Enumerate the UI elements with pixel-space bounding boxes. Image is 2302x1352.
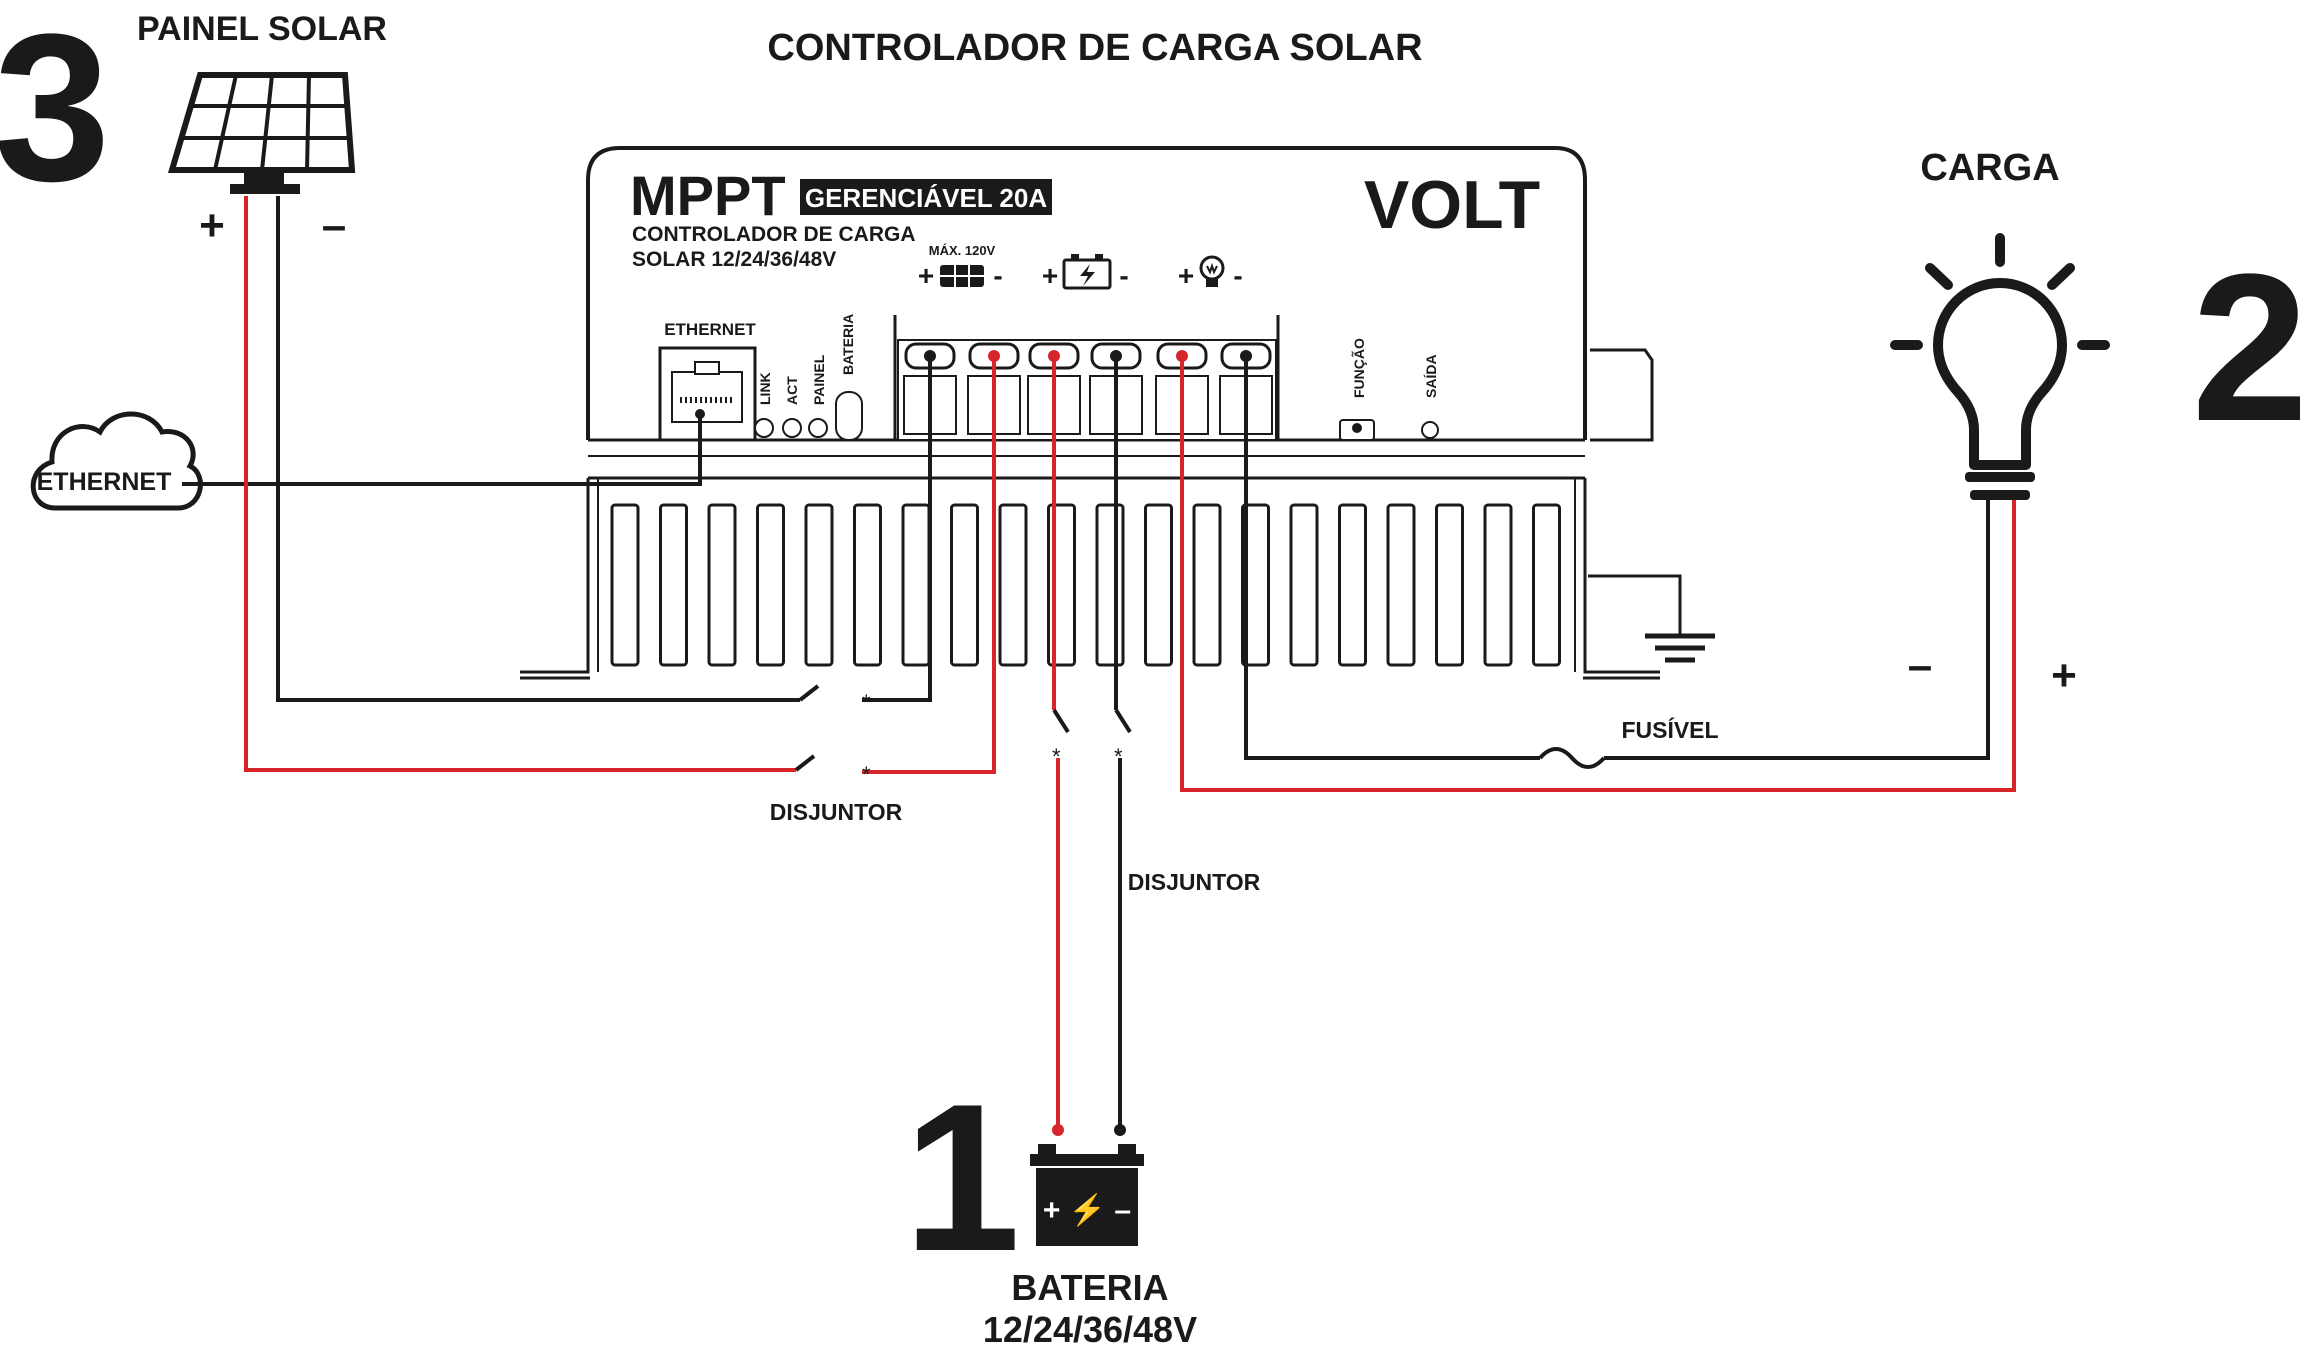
cloud-label: ETHERNET — [37, 468, 172, 496]
panel-terminal-minus: - — [993, 260, 1002, 291]
battery-symbol-glyph: + ⚡ – — [1043, 1192, 1131, 1228]
svg-text:*: * — [1052, 744, 1061, 769]
load-positive-wire — [1180, 356, 2016, 792]
step-number-battery: 1 — [904, 1060, 1021, 1295]
fuse-label: FUSÍVEL — [1621, 716, 1718, 743]
battery-terminal-minus: - — [1119, 260, 1128, 291]
led-label-link: LINK — [757, 372, 773, 405]
device-model: MPPT — [630, 164, 786, 227]
battery-icon: + ⚡ – — [1030, 1144, 1144, 1246]
ethernet-port-label: ETHERNET — [664, 320, 756, 339]
load-label: CARGA — [1920, 147, 2059, 189]
panel-negative-to-terminal — [862, 356, 932, 702]
fuse-symbol — [1538, 747, 1606, 769]
status-leds: LINK ACT PAINEL BATERIA — [754, 314, 863, 441]
light-bulb-icon — [1890, 233, 2110, 500]
panel-positive-breaker — [794, 754, 816, 772]
function-button[interactable] — [1339, 419, 1375, 441]
heatsink-fin — [659, 503, 688, 667]
breaker-battery-label: DISJUNTOR — [1128, 869, 1261, 895]
load-negative-to-lamp — [1604, 500, 1990, 760]
panel-max-voltage: MÁX. 120V — [929, 243, 996, 258]
ethernet-cable — [182, 414, 702, 486]
led-label-painel: PAINEL — [811, 354, 827, 405]
step-number-load: 2 — [2192, 230, 2302, 465]
heatsink-fin — [998, 503, 1028, 667]
heatsink-fin — [853, 503, 882, 667]
heatsink-fin — [901, 503, 931, 667]
device-badge-bg — [800, 179, 1052, 215]
led-label-bateria: BATERIA — [840, 314, 856, 375]
heatsink — [610, 503, 1561, 667]
load-terminal-plus: + — [1178, 260, 1194, 291]
heatsink-fin — [707, 503, 737, 667]
ethernet-port[interactable] — [658, 346, 757, 442]
step-number-panel: 3 — [0, 0, 110, 225]
heatsink-fin — [1241, 503, 1270, 667]
panel-terminal-icon — [940, 265, 984, 287]
svg-text:*: * — [1114, 744, 1123, 769]
battery-positive-breaker — [1052, 708, 1070, 734]
battery-label: BATERIA — [1011, 1267, 1168, 1308]
panel-plus-sign: + — [199, 201, 225, 250]
heatsink-fin — [610, 503, 640, 667]
led-label-act: ACT — [784, 376, 800, 405]
load-terminal-icon — [1199, 255, 1225, 287]
heatsink-fin — [756, 503, 785, 667]
battery-terminal-icon — [1062, 254, 1112, 290]
svg-text:*: * — [862, 762, 871, 787]
panel-terminal-plus: + — [918, 260, 934, 291]
heatsink-fin — [1532, 503, 1561, 667]
load-negative-wire — [1244, 356, 1540, 760]
terminal-connection-dots: * * * * — [695, 350, 1252, 1136]
heatsink-fin — [1386, 503, 1416, 667]
svg-text:*: * — [862, 690, 871, 715]
terminal-block — [893, 315, 1280, 441]
heatsink-fin — [950, 503, 979, 667]
battery-voltage-label: 12/24/36/48V — [983, 1309, 1197, 1350]
battery-terminal-plus: + — [1042, 260, 1058, 291]
button-label-saida: SAÍDA — [1423, 354, 1439, 398]
button-label-funcao: FUNÇÃO — [1350, 338, 1367, 398]
device-subtitle-2: SOLAR 12/24/36/48V — [632, 248, 836, 271]
heatsink-fin — [1435, 503, 1464, 667]
panel-negative-wire — [276, 196, 800, 702]
heatsink-fin — [1483, 503, 1513, 667]
panel-positive-wire — [244, 196, 796, 772]
panel-minus-sign: – — [322, 201, 346, 250]
battery-negative-breaker — [1114, 708, 1132, 734]
panel-positive-to-terminal — [862, 356, 996, 774]
breaker-panel-label: DISJUNTOR — [770, 799, 903, 825]
heatsink-fin — [1192, 503, 1222, 667]
panel-negative-breaker — [798, 684, 820, 702]
output-led — [1421, 421, 1439, 439]
load-plus-sign: + — [2051, 651, 2077, 700]
load-terminal-minus: - — [1233, 260, 1242, 291]
heatsink-fin — [1095, 503, 1125, 667]
device-brand-logo: VOLT — [1364, 167, 1540, 243]
device-subtitle-1: CONTROLADOR DE CARGA — [632, 223, 916, 246]
ground-symbol — [1588, 574, 1715, 663]
panel-label: PAINEL SOLAR — [137, 10, 387, 48]
device-badge: GERENCIÁVEL 20A — [805, 183, 1047, 213]
solar-panel-icon — [167, 72, 356, 194]
heatsink-fin — [804, 503, 834, 667]
load-minus-sign: – — [1908, 641, 1932, 690]
heatsink-fin — [1144, 503, 1173, 667]
cloud-icon — [30, 411, 203, 511]
diagram-title: CONTROLADOR DE CARGA SOLAR — [767, 27, 1422, 69]
heatsink-fin — [1338, 503, 1367, 667]
heatsink-fin — [1289, 503, 1319, 667]
